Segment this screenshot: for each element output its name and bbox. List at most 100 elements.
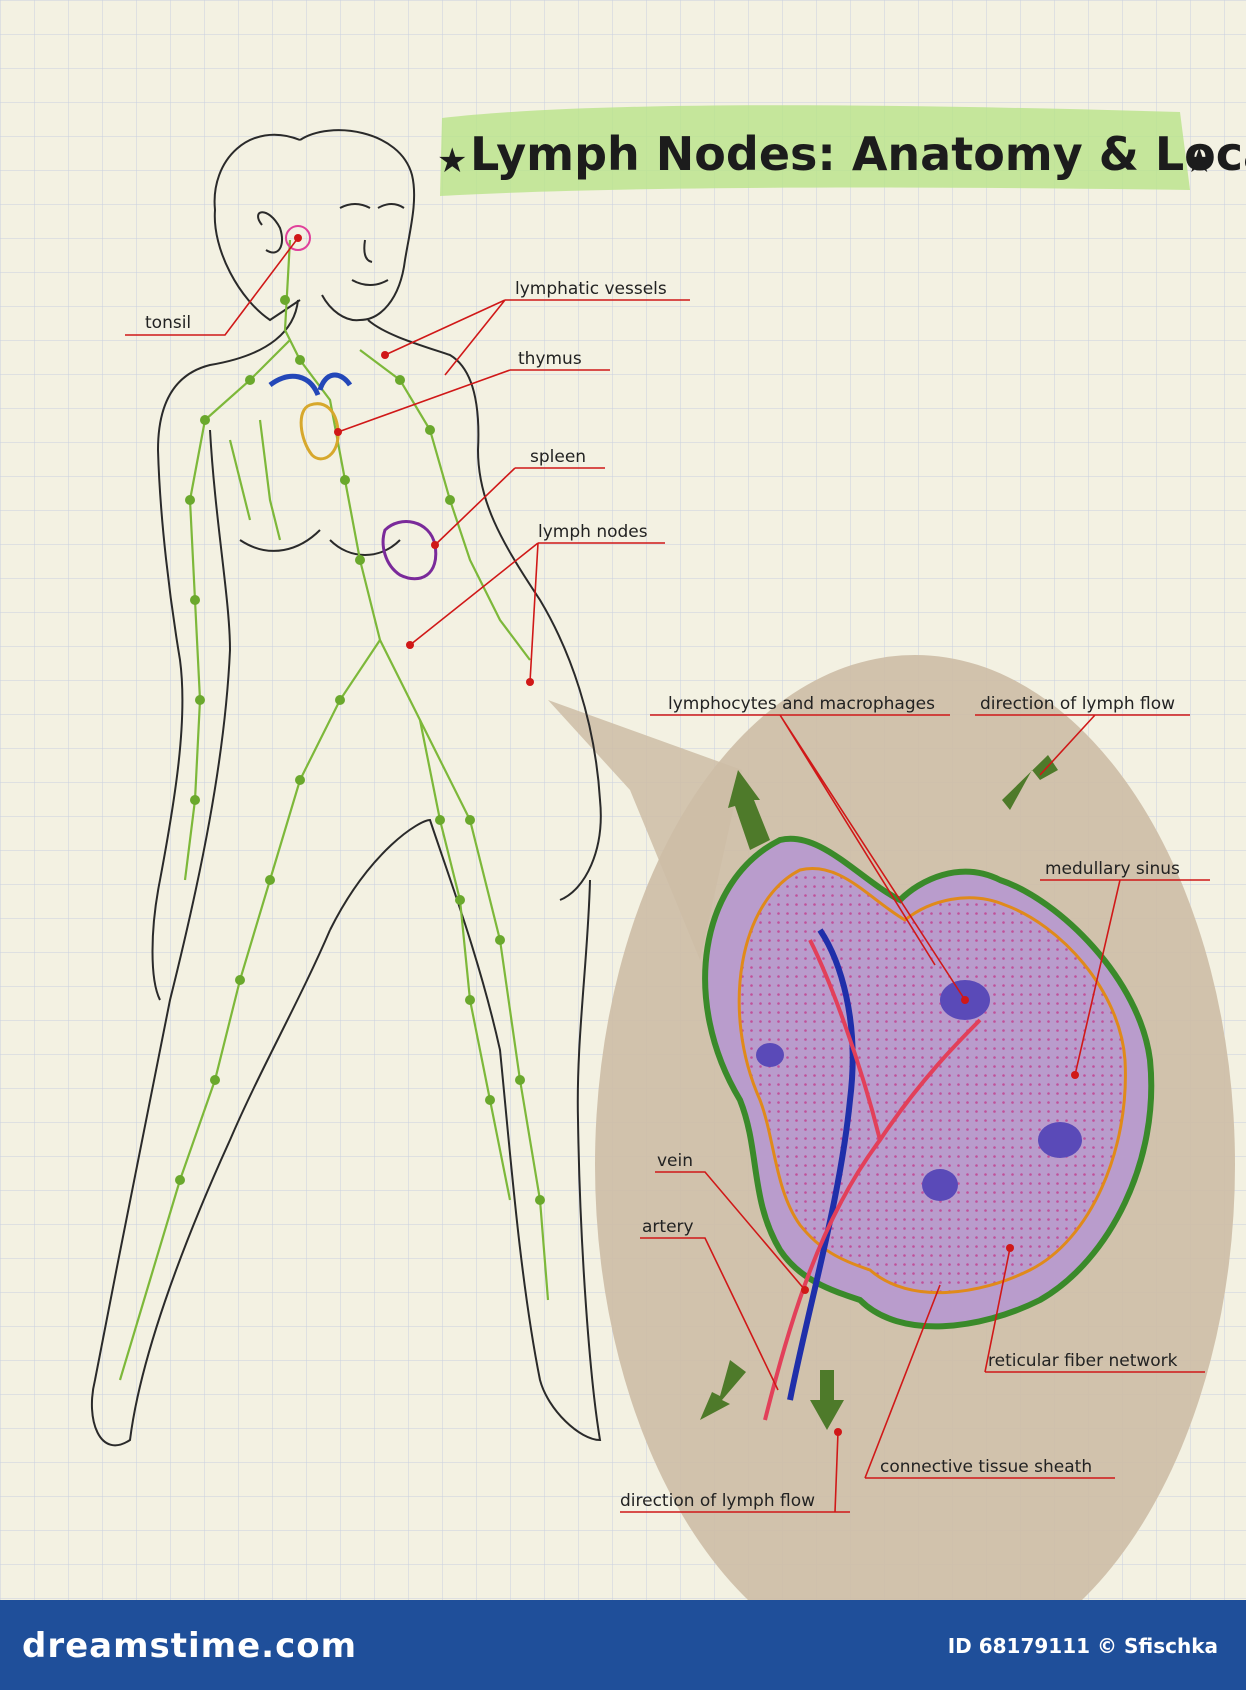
footer-brand[interactable]: dreamstime.com [22,1626,358,1666]
organs [268,225,438,581]
label-spleen: spleen [530,447,586,467]
lymph-node [235,975,245,985]
thymus-vessels [268,372,353,397]
thymus-organ [299,402,340,461]
lymph-node-dots [175,295,545,1205]
lymph-node [425,425,435,435]
follicle [922,1169,958,1201]
right-arm-outline [367,319,602,901]
label-artery: artery [642,1217,694,1237]
lymph-vessel [228,419,282,541]
lymph-node [280,295,290,305]
star-icon: ★ [1184,141,1214,181]
lymph-node [515,1075,525,1085]
label-lymphatic-vessels: lymphatic vessels [515,279,667,299]
lymph-node [265,875,275,885]
hair-outline [213,133,301,322]
lymph-node [185,495,195,505]
left-leg-outline [90,429,331,1447]
arrow-down-icon [1002,755,1058,810]
footer-bar: dreamstime.com ID 68179111 © Sfischka [0,1600,1246,1690]
arrow-down-icon [810,1370,844,1430]
leader-dot [406,641,414,649]
arrow-down-icon [728,770,770,850]
flow-arrows [700,755,1058,1430]
diagram-canvas: ★ ★ Lymph Nodes: Anatomy & Location [0,0,1246,1600]
leader-thymus [337,369,610,433]
leader-spleen [434,467,605,546]
lymph-node [465,815,475,825]
lymph-node [190,595,200,605]
label-direction-flow-bottom: direction of lymph flow [620,1491,815,1511]
lymph-node [435,815,445,825]
face-outline [299,129,416,322]
leader-dots [294,234,1079,1436]
leader-lymphocytes [650,714,966,1001]
leader-dot [294,234,302,242]
leader-medullary [1040,879,1210,1076]
leader-flow-bottom [620,1431,850,1513]
follicle [756,1043,784,1067]
label-lymphocytes-macrophages: lymphocytes and macrophages [668,694,935,714]
leader-dot [1006,1244,1014,1252]
lymph-node [495,935,505,945]
node-artery [763,939,982,1421]
lymph-node [340,475,350,485]
title-highlight [440,105,1190,196]
leader-lymphatic-vessels [384,299,690,376]
lymph-node [395,375,405,385]
torso-lines [239,529,401,556]
leader-dot [834,1428,842,1436]
title-block: ★ ★ Lymph Nodes: Anatomy & Location [437,105,1246,196]
leader-dot [431,541,439,549]
lymph-vessel [183,339,291,881]
spleen-organ [381,520,438,581]
label-reticular-fiber: reticular fiber network [988,1351,1178,1371]
labels: tonsil lymphatic vessels thymus spleen l… [145,279,1180,1511]
facial-features [339,203,405,286]
label-medullary-sinus: medullary sinus [1045,859,1180,879]
right-leg-outline [329,818,602,1442]
leader-dot [961,996,969,1004]
lymph-node [485,1095,495,1105]
star-icon: ★ [437,141,467,181]
ear-outline [257,211,284,254]
leader-lymph-nodes [409,542,665,683]
leader-connective [864,1284,1115,1479]
leader-dot [526,678,534,686]
leader-dot [1071,1071,1079,1079]
lymph-node-cross-section [700,755,1155,1430]
lymph-vessel [418,719,512,1201]
leader-artery [640,1237,779,1391]
leader-tonsil [125,237,299,336]
lymph-node [465,995,475,1005]
lymph-node [245,375,255,385]
lymph-node [295,775,305,785]
tonsil-organ [285,225,311,251]
label-tonsil: tonsil [145,313,191,333]
lymph-node [190,795,200,805]
leader-vein [655,1171,806,1291]
lymph-node [455,895,465,905]
label-thymus: thymus [518,349,582,369]
lymph-node [195,695,205,705]
lymph-node [445,495,455,505]
leader-dot [334,428,342,436]
lymph-node [295,355,305,365]
arrow-down-icon [700,1360,746,1420]
label-lymph-nodes: lymph nodes [538,522,648,542]
follicle [1038,1122,1082,1158]
label-vein: vein [657,1151,693,1171]
lymph-node [335,695,345,705]
leader-flow-top [975,714,1190,776]
label-connective-tissue: connective tissue sheath [880,1457,1092,1477]
lymph-node [210,1075,220,1085]
leader-lines [125,237,1210,1513]
lymph-node [175,1175,185,1185]
left-arm-outline [151,299,299,1001]
footer-credit: ID 68179111 © Sfischka [947,1634,1218,1658]
page-title: Lymph Nodes: Anatomy & Location [470,127,1246,181]
human-figure [90,129,602,1447]
leader-dot [801,1286,809,1294]
leader-dot [381,351,389,359]
